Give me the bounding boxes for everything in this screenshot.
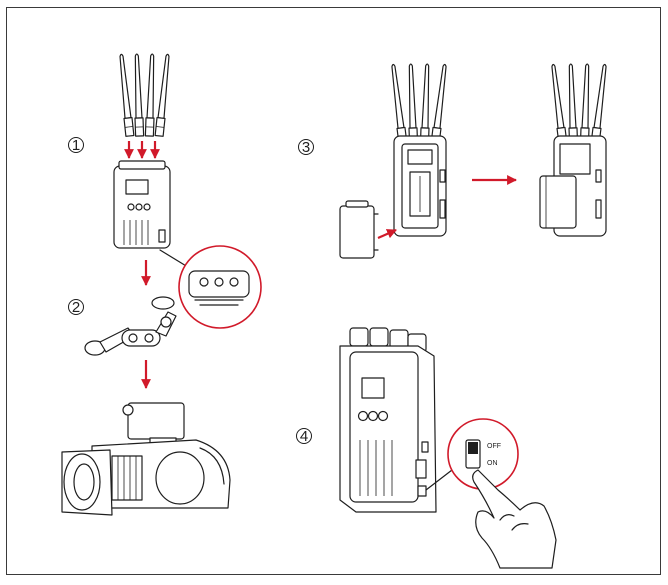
step-1-number: 1 (72, 137, 80, 154)
power-switch-callout: OFF ON (425, 418, 519, 491)
step-2-number: 2 (72, 299, 80, 316)
antenna-set-1 (116, 53, 173, 137)
diagram-frame (6, 7, 661, 575)
receiver-rear-view (388, 63, 450, 237)
battery-insert-arrow (377, 228, 397, 240)
step-3-number: 3 (302, 139, 310, 156)
mount-detail-callout (159, 245, 262, 329)
battery (339, 200, 379, 259)
magic-arm-mount (84, 296, 177, 356)
step-4-number: 4 (300, 428, 308, 445)
switch-off-label: OFF (487, 443, 501, 450)
switch-on-label: ON (487, 460, 498, 467)
step-1-group: 1 (68, 53, 262, 329)
step-4-group: 4 OFF ON (296, 327, 557, 569)
antenna-install-arrows (124, 141, 160, 159)
transmitter-device (113, 160, 171, 249)
receiver-front-large (339, 327, 437, 513)
step-2-group: 2 (61, 296, 231, 516)
camera (61, 402, 231, 516)
step-3-group: 3 (298, 63, 610, 259)
receiver-with-battery (539, 63, 610, 237)
pointing-hand-icon (472, 469, 557, 569)
